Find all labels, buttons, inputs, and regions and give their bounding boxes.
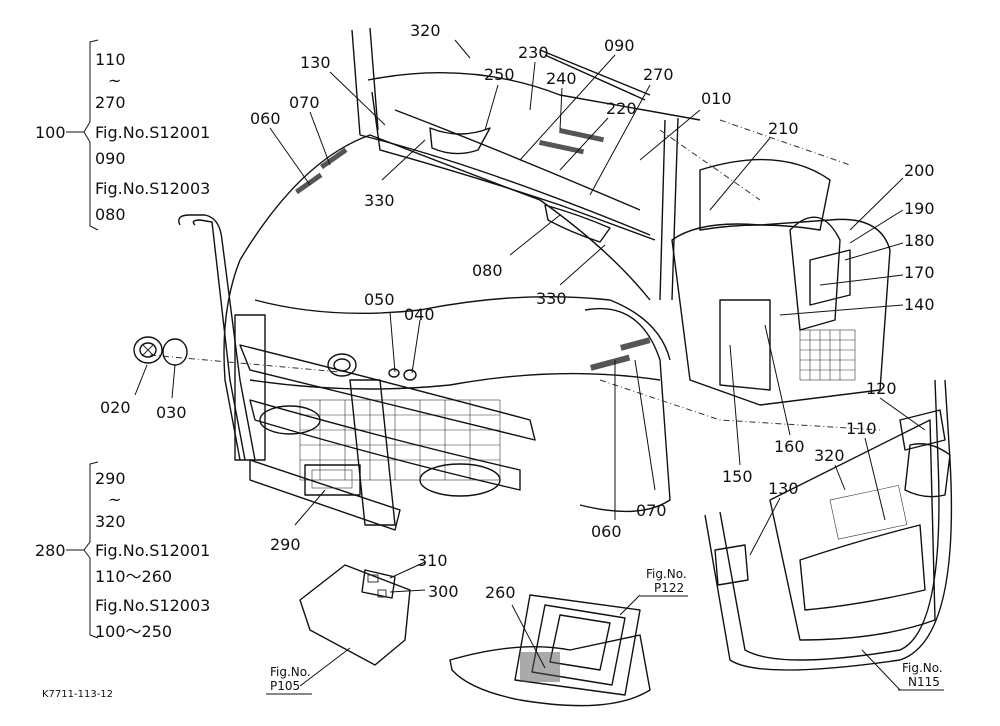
- callout-040: 040: [404, 305, 435, 324]
- group-280-line: 320: [95, 512, 126, 531]
- callout-240: 240: [546, 69, 577, 88]
- callout-110: 110: [846, 419, 877, 438]
- callout-060-mid: 060: [591, 522, 622, 541]
- group-280-line: Fig.No.S12003: [95, 596, 210, 615]
- callout-labels: 320 250 230 090 240 270 010 220 210 130 …: [100, 21, 935, 602]
- callout-330-left: 330: [364, 191, 395, 210]
- group-100-bracket: 100 110 ~ 270 Fig.No.S12001 090 Fig.No.S…: [35, 39, 210, 231]
- callout-270: 270: [643, 65, 674, 84]
- callout-330-mid: 330: [536, 289, 567, 308]
- group-100-line: ~: [108, 71, 121, 90]
- callout-020: 020: [100, 398, 131, 417]
- duct-drawing: [449, 594, 651, 707]
- callout-180: 180: [904, 231, 935, 250]
- callout-250: 250: [484, 65, 515, 84]
- door-drawing: [704, 379, 953, 671]
- cab-body-drawing: [149, 27, 891, 531]
- decal-drawing: [295, 128, 651, 371]
- callout-070-mid: 070: [636, 501, 667, 520]
- group-100-line: 110: [95, 50, 126, 69]
- group-100-line: 270: [95, 93, 126, 112]
- callout-060-left: 060: [250, 109, 281, 128]
- group-280-line: 290: [95, 469, 126, 488]
- callout-080: 080: [472, 261, 503, 280]
- group-280-number: 280: [35, 541, 66, 560]
- emblem-drawing: [133, 336, 417, 381]
- callout-150: 150: [722, 467, 753, 486]
- group-100-number: 100: [35, 123, 66, 142]
- figref-p122: Fig.No. P122: [640, 567, 688, 597]
- leader-lines: [134, 39, 926, 691]
- figref-p122-line2: P122: [654, 581, 684, 595]
- figref-p105-line2: P105: [270, 679, 300, 693]
- figref-p105-line1: Fig.No.: [270, 665, 311, 679]
- callout-290: 290: [270, 535, 301, 554]
- callout-090: 090: [604, 36, 635, 55]
- plate-drawing: [299, 564, 411, 666]
- drawing-code: K7711-113-12: [42, 689, 113, 700]
- callout-190: 190: [904, 199, 935, 218]
- callout-140: 140: [904, 295, 935, 314]
- group-280-line: 100～250: [95, 622, 172, 641]
- callout-230: 230: [518, 43, 549, 62]
- callout-160: 160: [774, 437, 805, 456]
- callout-210: 210: [768, 119, 799, 138]
- callout-220: 220: [606, 99, 637, 118]
- callout-130-door: 130: [768, 479, 799, 498]
- callout-170: 170: [904, 263, 935, 282]
- group-280-line: 110～260: [95, 567, 172, 586]
- callout-050: 050: [364, 290, 395, 309]
- group-100-line: Fig.No.S12001: [95, 123, 210, 142]
- callout-070-left: 070: [289, 93, 320, 112]
- group-280-line: Fig.No.S12001: [95, 541, 210, 560]
- figref-n115-line2: N115: [908, 675, 940, 689]
- group-280-line: ~: [108, 490, 121, 509]
- group-280-bracket: 280 290 ~ 320 Fig.No.S12001 110～260 Fig.…: [35, 461, 210, 641]
- callout-120: 120: [866, 379, 897, 398]
- callout-320-top: 320: [410, 21, 441, 40]
- callout-300: 300: [428, 582, 459, 601]
- callout-200: 200: [904, 161, 935, 180]
- callout-320-door: 320: [814, 446, 845, 465]
- figref-n115: Fig.No. N115: [898, 661, 944, 691]
- callout-130-top: 130: [300, 53, 331, 72]
- group-100-line: 080: [95, 205, 126, 224]
- callout-010: 010: [701, 89, 732, 108]
- figref-n115-line1: Fig.No.: [902, 661, 943, 675]
- callout-310: 310: [417, 551, 448, 570]
- group-100-line: 090: [95, 149, 126, 168]
- group-100-line: Fig.No.S12003: [95, 179, 210, 198]
- figref-p122-line1: Fig.No.: [646, 567, 687, 581]
- callout-030: 030: [156, 403, 187, 422]
- figref-p105: Fig.No. P105: [266, 665, 312, 695]
- callout-260: 260: [485, 583, 516, 602]
